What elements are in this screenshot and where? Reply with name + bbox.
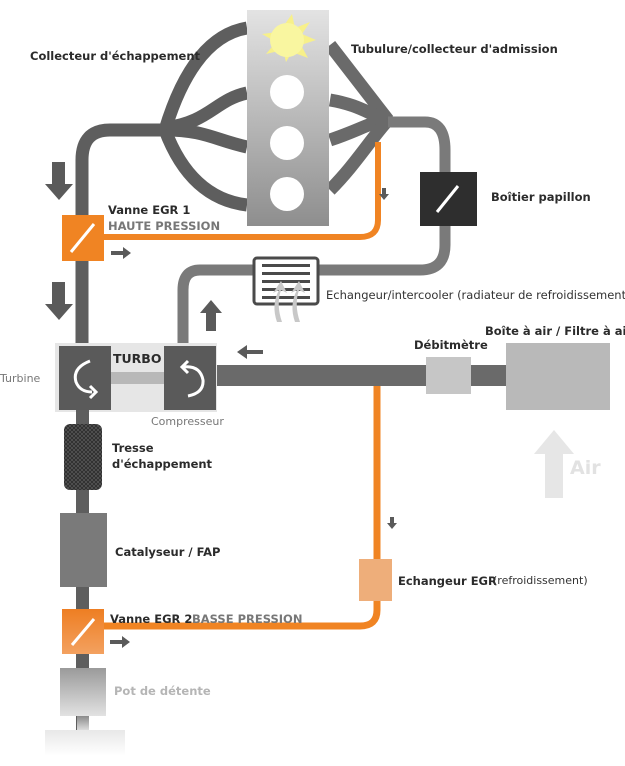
intake-return-pipe (177, 116, 451, 345)
label-egr1-sub: HAUTE PRESSION (108, 219, 221, 233)
label-air: Air (570, 457, 601, 479)
compressor-rotation-icon (179, 359, 205, 398)
label-throttle-body: Boîtier papillon (491, 190, 591, 204)
air-arrow-icon (534, 430, 574, 498)
spark-icon (262, 14, 316, 62)
flow-arrows (45, 162, 263, 648)
tail-pipe-stem (77, 716, 89, 730)
label-intercooler: Echangeur/intercooler (radiateur de refr… (326, 288, 625, 302)
label-turbo: TURBO (113, 351, 162, 366)
label-airbox: Boîte à air / Filtre à air (485, 324, 625, 338)
egr1-pipe (100, 142, 381, 240)
throttle-valve-icon (435, 185, 460, 213)
label-egr-cooler: Echangeur EGR (398, 574, 497, 588)
turbine-rotation-icon (73, 359, 99, 400)
egr-cooler (359, 559, 392, 601)
egr-valve-1-icon (69, 223, 96, 253)
intercooler-icon (252, 256, 320, 322)
cylinder-4 (270, 177, 304, 211)
arrow-right-egr2 (110, 636, 130, 648)
label-braid-line2: d'échappement (112, 457, 213, 471)
label-egr2-sub: BASSE PRESSION (192, 612, 303, 626)
exhaust-braid (64, 424, 102, 490)
label-egr1-title: Vanne EGR 1 (108, 203, 191, 217)
arrow-down-1 (45, 162, 73, 200)
arrow-up-compressor (200, 300, 222, 331)
label-egr-cooler-note: (refroidissement) (493, 574, 588, 587)
tail-pipe-base (45, 730, 125, 756)
exhaust-manifold-pipes (75, 21, 249, 345)
label-compressor: Compresseur (151, 415, 224, 428)
label-catalyst: Catalyseur / FAP (115, 545, 221, 559)
label-flowmeter: Débitmètre (414, 338, 488, 352)
label-braid-line1: Tresse (112, 441, 154, 455)
arrow-right-egr1 (111, 247, 131, 259)
turbine-wheel (59, 346, 111, 410)
pot-de-detente (60, 668, 106, 716)
turbo-shaft (106, 372, 168, 384)
label-exhaust-manifold: Collecteur d'échappement (30, 49, 201, 63)
label-silencer: Pot de détente (114, 684, 211, 698)
flowmeter (426, 357, 471, 394)
egr2-pipe (104, 386, 381, 630)
label-turbine: Turbine (0, 372, 41, 385)
compressor-wheel (164, 346, 216, 410)
egr1-flow-arrow-up (379, 188, 389, 200)
arrow-down-2 (45, 282, 73, 320)
egr2-flow-arrow-up (387, 517, 397, 529)
label-intake-manifold: Tubulure/collecteur d'admission (351, 42, 558, 56)
label-egr2-title: Vanne EGR 2 (110, 612, 193, 626)
catalyst-fap (60, 513, 107, 587)
cylinder-3 (270, 126, 304, 160)
cylinder-2 (270, 75, 304, 109)
airbox (506, 343, 610, 410)
intake-manifold-pipes (324, 41, 394, 195)
arrow-left-intake (237, 345, 263, 359)
egr-valve-2-icon (70, 618, 96, 646)
